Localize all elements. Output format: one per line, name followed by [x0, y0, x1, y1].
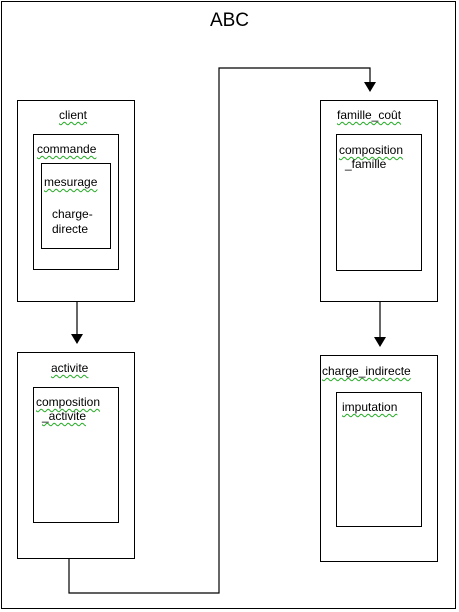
composition-activite-box: composition _activite	[33, 387, 119, 523]
client-box: client commande mesurage charge- directe	[17, 100, 135, 302]
composition-activite-line1: composition	[36, 395, 101, 409]
client-label: client	[59, 108, 88, 122]
charge-directe-line2: directe	[52, 222, 89, 236]
charge-indirecte-box: charge_indirecte imputation	[320, 355, 438, 562]
famille-cout-label: famille_coût	[337, 108, 402, 122]
activite-label: activite	[51, 361, 89, 375]
famille-cout-box: famille_coût composition _famille	[320, 100, 438, 302]
connector-activite-to-famille	[68, 67, 376, 594]
mesurage-label: mesurage	[44, 175, 98, 189]
composition-famille-line2: _famille	[345, 157, 387, 171]
commande-label: commande	[37, 142, 97, 156]
commande-box: commande mesurage charge- directe	[33, 134, 119, 270]
diagram-title: ABC	[209, 10, 250, 31]
imputation-box: imputation	[336, 392, 422, 527]
mesurage-box: mesurage charge- directe	[41, 163, 111, 249]
imputation-label: imputation	[342, 400, 398, 414]
composition-famille-box: composition _famille	[336, 134, 422, 271]
charge-indirecte-label: charge_indirecte	[322, 364, 411, 378]
charge-directe-line1: charge-	[52, 207, 93, 221]
composition-famille-line1: composition	[339, 143, 404, 157]
composition-activite-line2: _activite	[42, 409, 87, 423]
activite-box: activite composition _activite	[17, 352, 135, 559]
